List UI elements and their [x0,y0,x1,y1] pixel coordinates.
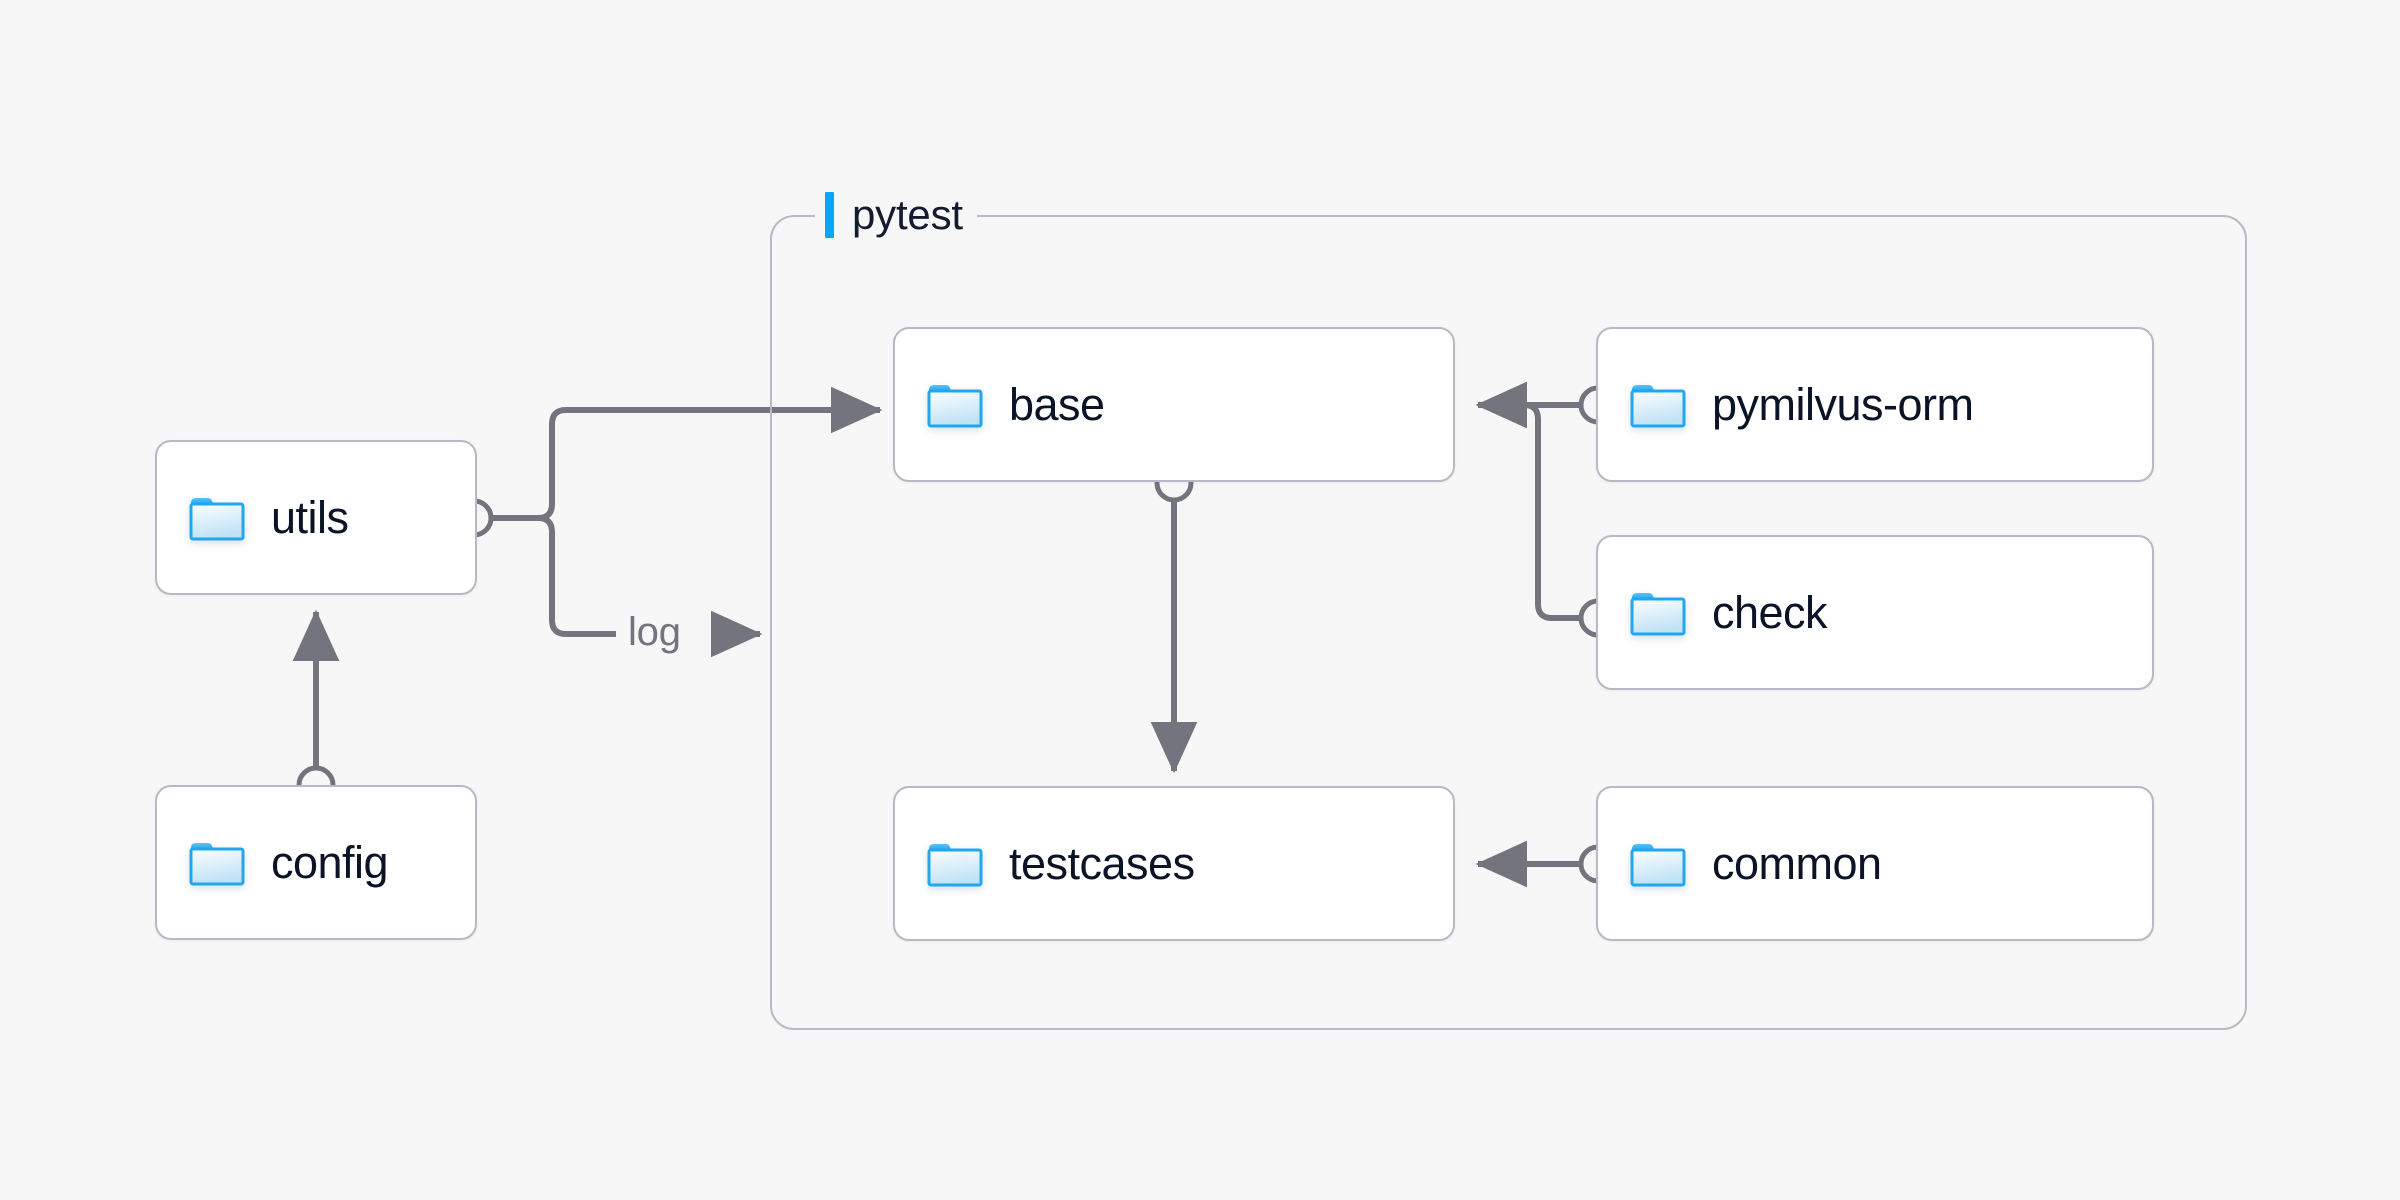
folder-icon [189,494,245,542]
node-common[interactable]: common [1596,786,2154,941]
node-label: config [271,837,389,888]
edge-label-log: log [620,610,689,655]
edge-utils-to-log [491,515,616,637]
node-label: pymilvus-orm [1712,379,1974,430]
node-testcases[interactable]: testcases [893,786,1455,941]
node-label: common [1712,838,1882,889]
node-label: utils [271,492,349,543]
node-utils[interactable]: utils [155,440,477,595]
folder-icon [1630,589,1686,637]
group-pytest[interactable] [770,215,2247,1030]
node-pymilvus-orm[interactable]: pymilvus-orm [1596,327,2154,482]
folder-icon [1630,840,1686,888]
group-accent-bar [825,192,834,238]
node-base[interactable]: base [893,327,1455,482]
node-config[interactable]: config [155,785,477,940]
node-label: base [1009,379,1105,430]
folder-icon [927,381,983,429]
node-label: testcases [1009,838,1195,889]
group-pytest-label: pytest [815,189,977,241]
group-title-text: pytest [852,191,963,238]
folder-icon [1630,381,1686,429]
folder-icon [927,840,983,888]
node-check[interactable]: check [1596,535,2154,690]
node-label: check [1712,587,1828,638]
folder-icon [189,839,245,887]
